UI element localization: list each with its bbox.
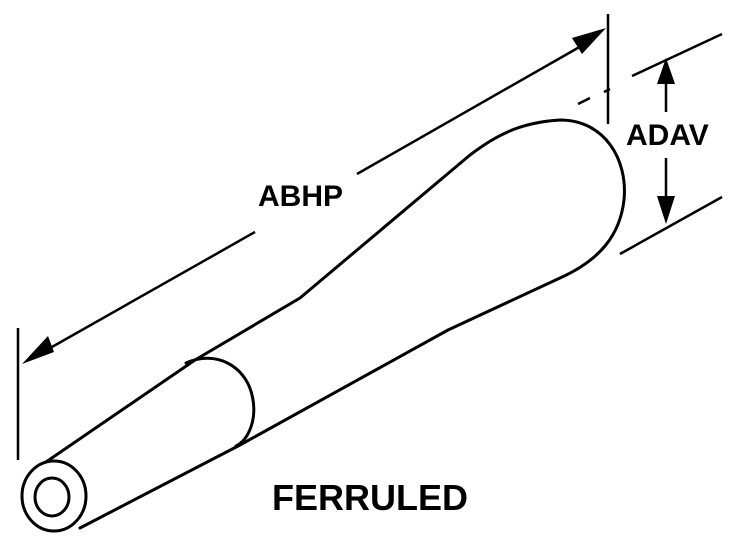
ferrule-end-inner bbox=[33, 476, 71, 518]
diameter-extension-top-dash-2 bbox=[603, 87, 611, 94]
diameter-arrowhead-bottom bbox=[657, 196, 675, 224]
diameter-extension-top bbox=[631, 32, 723, 78]
length-dimension: ABHP bbox=[16, 14, 610, 460]
length-arrowhead-right bbox=[572, 28, 606, 54]
ferrule-band-edge bbox=[184, 356, 256, 448]
handle-body bbox=[20, 118, 626, 533]
length-dimension-line-lower bbox=[35, 230, 256, 358]
ferrule-end-outer bbox=[20, 459, 88, 533]
diameter-dimension: ADAV bbox=[577, 32, 723, 256]
diameter-arrowhead-top bbox=[657, 58, 675, 84]
length-dimension-line-upper bbox=[356, 39, 591, 176]
diameter-dimension-label: ADAV bbox=[626, 119, 709, 152]
length-dimension-label: ABHP bbox=[258, 180, 343, 213]
length-arrowhead-left bbox=[22, 336, 54, 364]
handle-top-outline bbox=[44, 118, 626, 530]
diameter-extension-bottom bbox=[619, 195, 723, 256]
style-caption: FERRULED bbox=[272, 477, 468, 518]
diameter-extension-top-dash-1 bbox=[577, 96, 591, 106]
